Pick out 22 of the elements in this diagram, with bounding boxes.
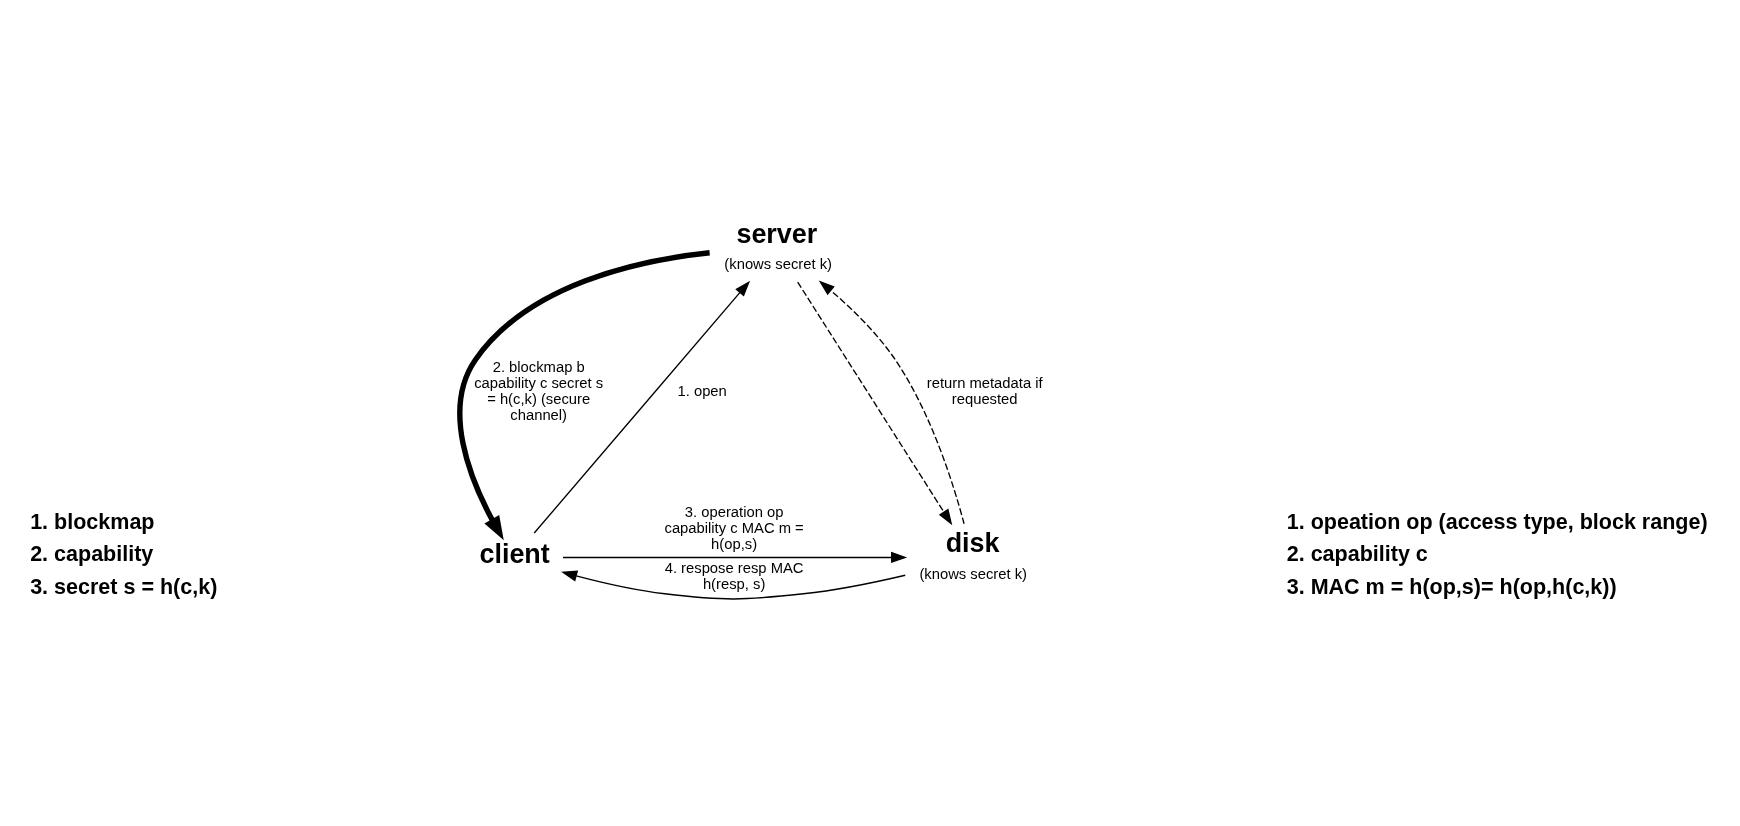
arrow (457, 249, 710, 540)
label: 3. secret s = h(c,k) (30, 574, 218, 599)
edge-label: 3. operation op capability c MAC m = h(op,s) (664, 503, 804, 552)
node-label: (knows secret k) (919, 565, 1028, 582)
arrow (533, 280, 751, 534)
label: 3. MAC m = h(op,s)= h(op,h(c,k)) (1286, 574, 1617, 599)
edge-label: 1. open (677, 382, 727, 399)
node-label: (knows secret k) (724, 255, 832, 272)
node-text: client (479, 538, 550, 569)
arrow (561, 570, 906, 600)
arrow (562, 551, 908, 563)
label: 2. capability c (1286, 541, 1428, 566)
label: 1. opeation op (access type, block range) (1286, 509, 1708, 534)
edge-label: return metadata if requested (926, 374, 1043, 407)
label: 2. capability (30, 541, 154, 566)
label: 1. blockmap (30, 509, 155, 534)
arrow (818, 279, 965, 524)
edge-label: 2. blockmap b capability c secret s = h(c,k) (secure channel) (474, 358, 604, 423)
node-text: disk (945, 527, 1000, 558)
edge-label: 4. respose resp MAC h(resp, s) (664, 559, 804, 592)
node-text: server (736, 218, 818, 249)
arrow (797, 281, 953, 525)
